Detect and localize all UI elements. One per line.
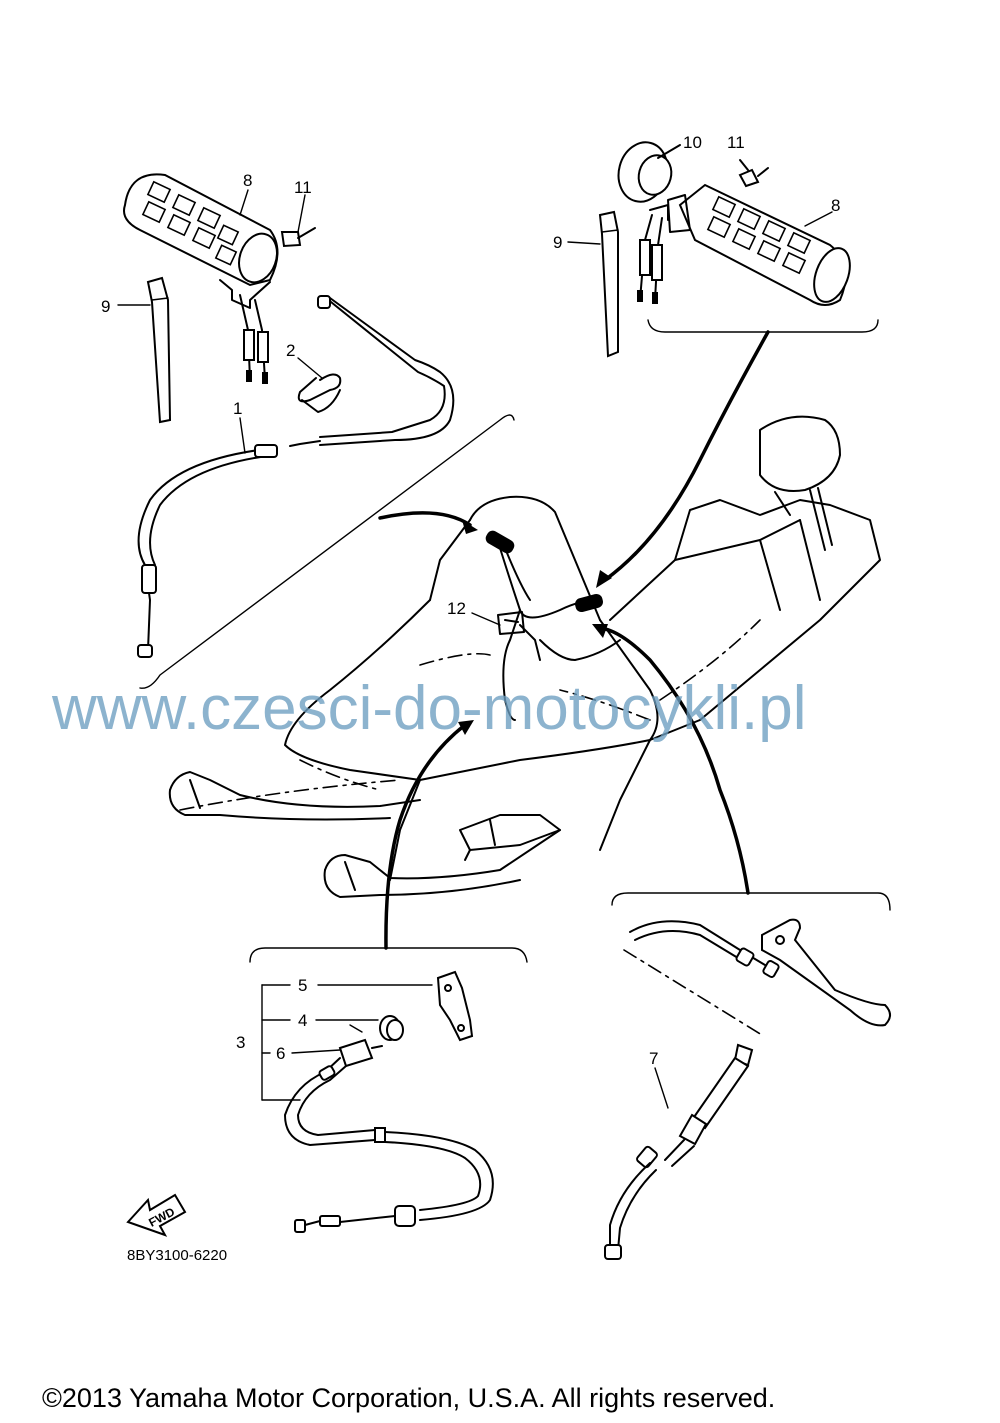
callout-4: 4 [298,1011,307,1030]
callout-11-right: 11 [727,133,745,152]
cotter-pin [349,1024,363,1033]
callout-11-left: 11 [294,178,312,197]
brake-lever [761,918,891,1027]
callout-9-left: 9 [101,297,110,316]
left-grip-panel [123,173,515,689]
callout-8-left: 8 [243,171,252,190]
diagram-code: 8BY3100-6220 [127,1247,227,1264]
left-cable-tie [146,276,172,424]
copyright-notice: ©2013 Yamaha Motor Corporation, U.S.A. A… [42,1383,775,1413]
grip-ring [617,141,681,203]
bottom-left-panel: FWD [126,720,528,1237]
choke-cable [284,1038,494,1233]
forward-arrow-icon: FWD [126,1193,187,1237]
cable-bracket-plate [436,970,474,1042]
callout-2: 2 [286,341,295,360]
callout-10: 10 [683,133,702,152]
callout-6: 6 [276,1044,285,1063]
callout-9-right: 9 [553,233,562,252]
brake-cable-top [629,920,780,978]
throttle-cable [137,295,455,658]
brake-cable [604,1043,754,1260]
callout-3: 3 [236,1033,245,1052]
bottom-right-panel [592,624,891,1260]
watermark: www.czesci-do-motocykli.pl [51,674,807,743]
right-cable-tie [598,210,619,358]
snowmobile-outline [168,415,881,898]
callout-5: 5 [298,976,307,995]
callout-12: 12 [447,599,466,618]
callout-7: 7 [649,1049,658,1068]
left-screw [280,227,316,248]
adjuster-nut [379,1015,404,1041]
left-handlebar-grip [123,173,279,384]
handlebar-on-vehicle [485,530,603,721]
callout-numbers: 8 11 9 2 1 10 11 8 9 12 5 4 3 6 7 [101,133,840,1068]
leader-lines [117,189,833,1109]
right-screw [738,159,769,188]
right-handlebar-grip [637,183,851,306]
callout-8-right: 8 [831,196,840,215]
clip [297,373,342,413]
right-grip-panel [596,141,879,588]
callout-1: 1 [233,399,242,418]
